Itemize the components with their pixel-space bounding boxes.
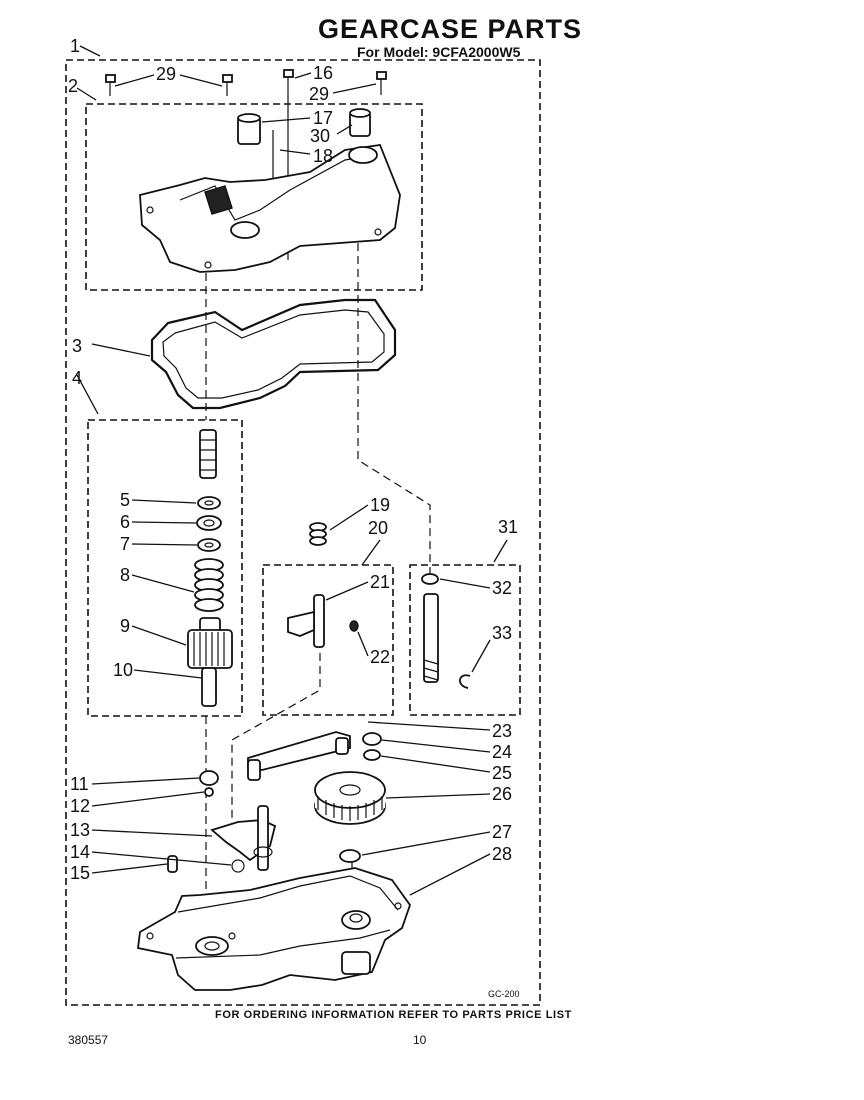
callout-10: 10 <box>113 660 133 680</box>
page-number: 10 <box>413 1033 427 1047</box>
callout-13: 13 <box>70 820 90 840</box>
callout-9: 9 <box>120 616 130 636</box>
callout-27: 27 <box>492 822 512 842</box>
callout-26: 26 <box>492 784 512 804</box>
callout-15: 15 <box>70 863 90 883</box>
center-line-shifter <box>231 640 321 830</box>
callout-30: 30 <box>310 126 330 146</box>
callout-18: 18 <box>313 146 333 166</box>
spring-8 <box>194 558 224 612</box>
callout-21: 21 <box>370 572 390 592</box>
callout-19: 19 <box>370 495 390 515</box>
washer-7 <box>197 538 221 552</box>
washer-5 <box>197 496 221 510</box>
lever-arm-23 <box>247 731 351 771</box>
callout-29b: 29 <box>309 84 329 104</box>
drive-group-box <box>87 419 243 717</box>
callout-17: 17 <box>313 108 333 128</box>
callout-20: 20 <box>368 518 388 538</box>
callout-5: 5 <box>120 490 130 510</box>
callout-2: 2 <box>68 76 78 96</box>
drive-gear-26 <box>314 771 386 825</box>
callout-11: 11 <box>70 774 89 794</box>
ring-33 <box>459 674 471 689</box>
screw-29-mid <box>222 74 233 96</box>
document-number: 380557 <box>68 1033 109 1047</box>
callout-8: 8 <box>120 565 130 585</box>
washer-24 <box>362 732 382 746</box>
cap-11 <box>199 770 219 786</box>
spring-19 <box>309 522 327 546</box>
callout-23: 23 <box>492 721 512 741</box>
callout-3: 3 <box>72 336 82 356</box>
callout-22: 22 <box>370 647 390 667</box>
screw-29-left <box>105 74 116 96</box>
callout-31: 31 <box>498 517 518 537</box>
washer-27 <box>339 849 361 863</box>
callout-24: 24 <box>492 742 512 762</box>
gearcase-cover <box>139 144 401 273</box>
cover-group-box <box>85 103 423 291</box>
callout-4: 4 <box>72 368 82 388</box>
callout-33: 33 <box>492 623 512 643</box>
callout-1: 1 <box>70 36 80 56</box>
ball-12 <box>204 787 214 797</box>
pinion-gear-9 <box>187 617 233 669</box>
callout-16: 16 <box>313 63 333 83</box>
shaft-10 <box>201 667 217 707</box>
clip-14 <box>231 859 245 873</box>
clip-22 <box>349 620 359 632</box>
pin-15 <box>167 855 178 873</box>
washer-32 <box>421 573 439 585</box>
washer-25 <box>363 749 381 761</box>
callout-25: 25 <box>492 763 512 783</box>
callout-28: 28 <box>492 844 512 864</box>
screw-29-right <box>376 71 387 95</box>
shaft-21 <box>313 594 325 648</box>
callout-12: 12 <box>70 796 90 816</box>
callout-14: 14 <box>70 842 90 862</box>
shaft-31 <box>423 593 439 683</box>
page-title: GEARCASE PARTS <box>318 14 583 44</box>
callout-32: 32 <box>492 578 512 598</box>
diagram-code: GC-200 <box>488 989 520 999</box>
shifter-group-box <box>262 564 394 716</box>
shaft-upper <box>199 429 217 479</box>
callout-7: 7 <box>120 534 130 554</box>
callout-6: 6 <box>120 512 130 532</box>
pinion-group-box <box>409 564 521 716</box>
outer-assembly-frame <box>65 59 541 1006</box>
ordering-footer: FOR ORDERING INFORMATION REFER TO PARTS … <box>215 1009 572 1021</box>
gasket-3 <box>150 298 397 410</box>
washer-6 <box>196 515 222 531</box>
callout-29a: 29 <box>156 64 176 84</box>
model-line: For Model: 9CFA2000W5 <box>357 44 521 60</box>
fork-20 <box>287 610 315 637</box>
